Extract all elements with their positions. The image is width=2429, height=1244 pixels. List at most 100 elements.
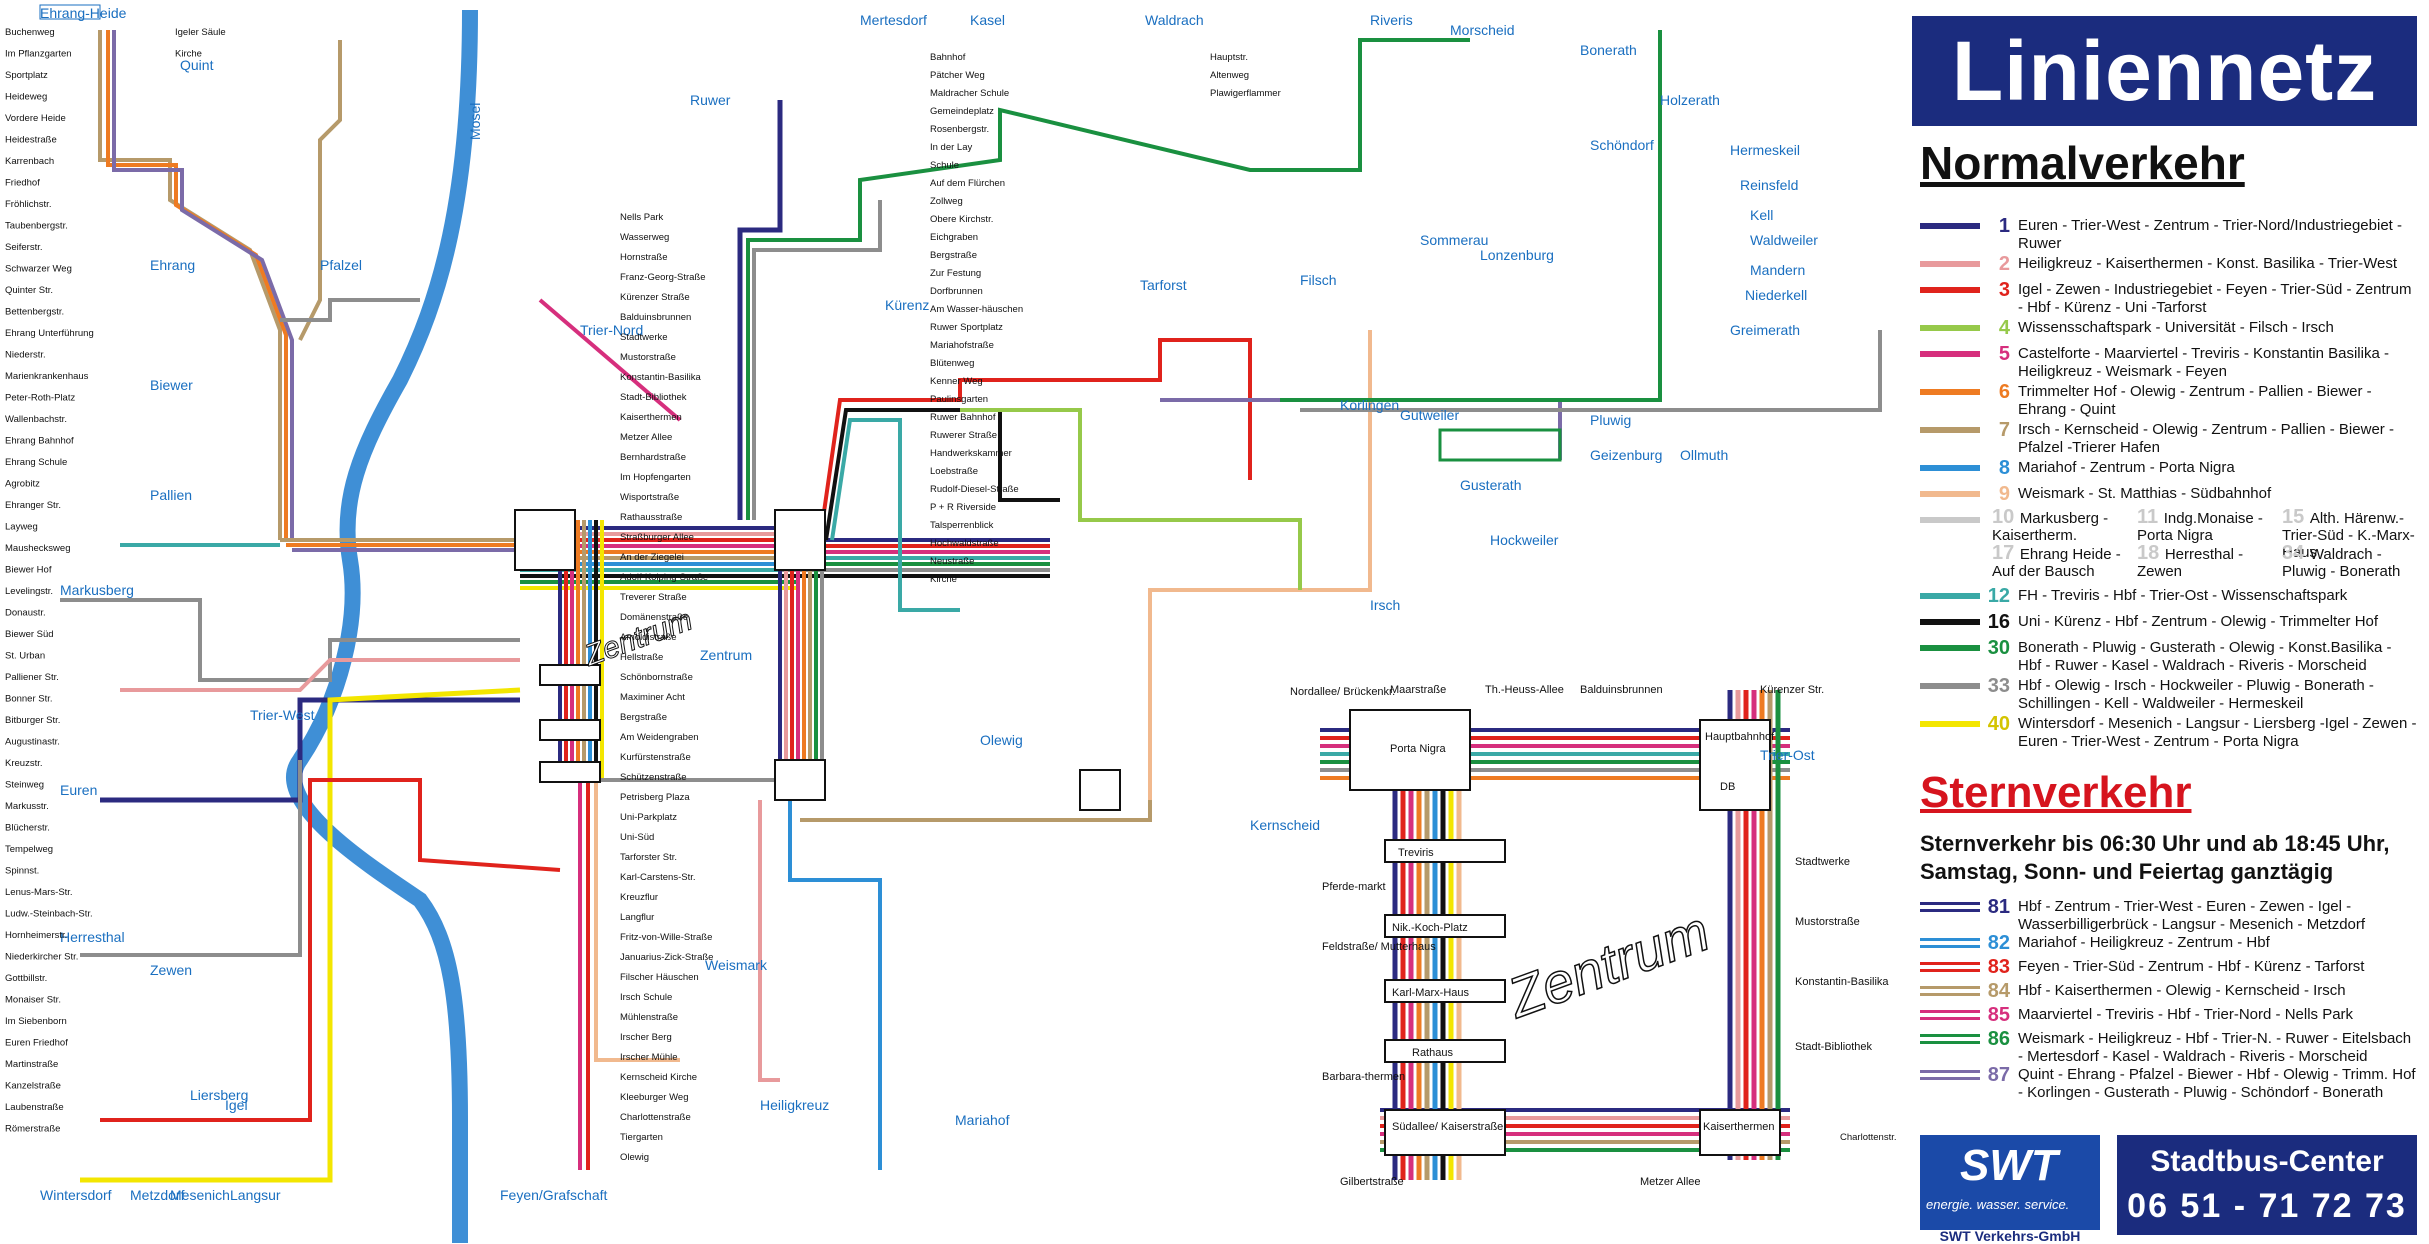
district-label: Sommerau (1420, 232, 1488, 248)
district-label: Zewen (150, 962, 192, 978)
stop-label: Euren Friedhof (5, 1038, 68, 1049)
line-color-swatch (1920, 325, 1980, 331)
stop-label: Quinter Str. (5, 285, 53, 296)
line-color-swatch (1920, 962, 1980, 972)
stop-label: Hornheimerstr. (5, 930, 67, 941)
stop-label: Dorfbrunnen (930, 286, 983, 297)
line-87-path (112, 30, 294, 540)
district-label: Heiligkreuz (760, 1097, 829, 1113)
stop-label: Buchenweg (5, 27, 55, 38)
stop-label: Bergstraße (930, 250, 977, 261)
district-label: Niederkell (1745, 287, 1807, 303)
stop-label: Laubenstraße (5, 1102, 64, 1113)
district-label: Tarforst (1140, 277, 1187, 293)
line-route: Hbf - Zentrum - Trier-West - Euren - Zew… (2018, 898, 2366, 933)
stop-label: Bettenbergstr. (5, 307, 64, 318)
label-stadtwerke: Stadtwerke (1795, 856, 1850, 868)
stop-label: St. Urban (5, 651, 45, 662)
district-label: Gutweiler (1400, 407, 1459, 423)
stop-label: Ludw.-Steinbach-Str. (5, 909, 93, 920)
stop-label: Heideweg (5, 92, 47, 103)
stop-label: Kanzelstraße (5, 1081, 61, 1092)
line-route: Feyen - Trier-Süd - Zentrum - Hbf - Küre… (2018, 958, 2365, 975)
district-label: Holzerath (1660, 92, 1720, 108)
stop-label: Hellstraße (620, 652, 663, 663)
network-map: Zentrum Zentrum Porta Nigra Hauptbahnhof… (5, 4, 1897, 1243)
stop-label: Fritz-von-Wille-Straße (620, 932, 712, 943)
line-number: 8 (1998, 457, 2010, 479)
district-label: Langsur (230, 1187, 281, 1203)
line-number: 30 (1987, 637, 2010, 659)
line-route: Castelforte - Maarviertel - Treviris - K… (2018, 345, 2389, 380)
district-label: Euren (60, 782, 97, 798)
line-number: 17 (1992, 542, 2020, 564)
stop-label: Augustinastr. (5, 737, 60, 748)
line-3-path (100, 778, 561, 1122)
line-route: Markusberg - Kaisertherm. (1992, 510, 2109, 544)
line-route: Hbf - Kaiserthermen - Olewig - Kernschei… (2018, 982, 2346, 999)
line-12-east (830, 418, 960, 612)
line-route: Weismark - Heiligkreuz - Hbf - Trier-N. … (2018, 1030, 2412, 1065)
stop-label: Peter-Roth-Platz (5, 393, 75, 404)
hub-box (1079, 769, 1121, 811)
stop-label: Tempelweg (5, 844, 53, 855)
label-nordallee: Nordallee/ Brückenkr. (1290, 686, 1395, 698)
stop-label: Römerstraße (5, 1124, 60, 1135)
line-number: 11 (2137, 506, 2164, 528)
stop-label: Am Wasser-häuschen (930, 304, 1023, 315)
stop-label: Uni-Süd (620, 832, 654, 843)
stop-label: Bernhardstraße (620, 452, 686, 463)
stop-label: Am Weidengraben (620, 732, 699, 743)
line-number: 85 (1987, 1004, 2010, 1026)
district-label: Mertesdorf (860, 12, 927, 28)
stop-label: Hornstraße (620, 252, 668, 263)
district-label: Waldrach (1145, 12, 1204, 28)
stop-label: Bitburger Str. (5, 715, 60, 726)
gusterath-loop (1438, 428, 1562, 462)
stop-label: Rosenbergstr. (930, 124, 989, 135)
district-label: Quint (180, 57, 214, 73)
hub-box (539, 719, 601, 741)
night-service-intro: Sternverkehr bis 06:30 Uhr und ab 18:45 … (1920, 831, 2390, 884)
stop-label: Mühlenstraße (620, 1012, 678, 1023)
stop-label: Kreuzstr. (5, 758, 43, 769)
line-route: Igel - Zewen - Industriegebiet - Feyen -… (2018, 281, 2412, 316)
label-charlottenstr: Charlottenstr. (1840, 1132, 1897, 1143)
line-number: 33 (1987, 675, 2010, 697)
normal-service-title: Normalverkehr (1920, 137, 2245, 189)
stop-label: Kurfürstenstraße (620, 752, 691, 763)
line-10-path (60, 598, 520, 682)
district-label: Bonerath (1580, 42, 1637, 58)
label-kuerenzer: Kürenzer Str. (1760, 684, 1824, 696)
district-label: Markusberg (60, 582, 134, 598)
line-route: Mariahof - Zentrum - Porta Nigra (2018, 459, 2235, 476)
stop-label: Hochwaldstraße (930, 538, 999, 549)
stop-label: Loebstraße (930, 466, 978, 477)
stop-label: Tarforster Str. (620, 852, 677, 863)
night-service-title: Sternverkehr (1920, 768, 2192, 817)
line-7-path (98, 30, 282, 540)
district-label: Metzdorf (130, 1187, 185, 1203)
hub-box (774, 759, 826, 801)
line-route: Indg.Monaise - Porta Nigra (2137, 510, 2263, 544)
stop-label: Markusstr. (5, 801, 49, 812)
line-color-swatch (1920, 1070, 1980, 1080)
label-konstantin: Konstantin-Basilika (1795, 976, 1889, 988)
swt-logo-text: SWT (1960, 1141, 2058, 1190)
stop-label: Wallenbachstr. (5, 414, 67, 425)
label-hauptbahnhof: Hauptbahnhof (1705, 731, 1775, 743)
line-8-south (788, 800, 882, 1170)
line-route: Alth. Härenw.- Trier-Süd - K.-Marx-Haus (2282, 510, 2415, 561)
stop-label: Handwerkskammer (930, 448, 1012, 459)
district-label: Liersberg (190, 1087, 248, 1103)
stop-label: In der Lay (930, 142, 972, 153)
district-label: Kürenz (885, 297, 929, 313)
line-18-path (80, 760, 302, 957)
